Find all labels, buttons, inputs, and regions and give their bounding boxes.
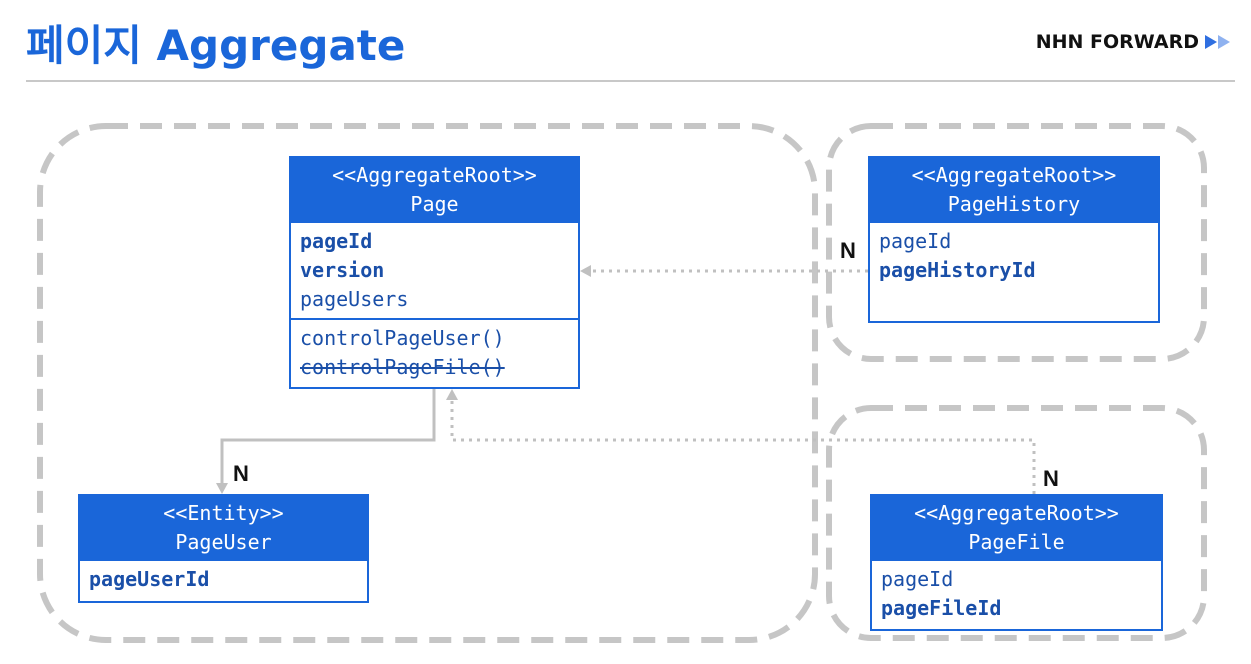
pagehistory-class-name: PageHistory bbox=[947, 192, 1081, 216]
page-ref-arrowhead-bottom bbox=[446, 389, 458, 400]
pageuser-class-box: <<Entity>> PageUser pageUserId bbox=[78, 494, 369, 603]
brand-logo: NHN FORWARD bbox=[1036, 31, 1233, 53]
page-attributes: pageId version pageUsers bbox=[291, 223, 578, 318]
brand-name: NHN FORWARD bbox=[1035, 31, 1199, 53]
page-method-controlpagefile: controlPageFile() bbox=[300, 355, 505, 379]
pageuser-class-header: <<Entity>> PageUser bbox=[80, 496, 367, 561]
pageuser-multiplicity: N bbox=[233, 461, 249, 486]
page-ref-arrowhead-right bbox=[580, 265, 591, 277]
page-title: 페이지 Aggregate bbox=[26, 21, 406, 70]
header-divider bbox=[26, 80, 1235, 82]
pagefile-attr-pagefileid: pageFileId bbox=[881, 596, 1002, 620]
pagefile-stereotype: <<AggregateRoot>> bbox=[914, 501, 1119, 525]
page-stereotype: <<AggregateRoot>> bbox=[332, 163, 537, 187]
page-to-pageuser-link bbox=[220, 388, 436, 484]
pageuser-arrowhead bbox=[216, 483, 228, 494]
pagefile-class-header: <<AggregateRoot>> PageFile bbox=[872, 496, 1161, 561]
pagefile-to-page-link bbox=[450, 400, 1036, 494]
pagefile-multiplicity: N bbox=[1043, 466, 1059, 491]
forward-arrows-icon bbox=[1205, 35, 1230, 49]
pagefile-class-name: PageFile bbox=[968, 530, 1065, 554]
pageuser-class-name: PageUser bbox=[175, 530, 272, 554]
pageuser-attributes: pageUserId bbox=[80, 561, 367, 598]
pagefile-class-box: <<AggregateRoot>> PageFile pageId pageFi… bbox=[870, 494, 1163, 631]
page-attr-version: version bbox=[300, 258, 385, 282]
page-aggregate-boundary bbox=[37, 123, 818, 643]
pageuser-attr-pageuserid: pageUserId bbox=[89, 567, 210, 591]
page-history-aggregate-boundary bbox=[826, 123, 1207, 362]
pagehistory-multiplicity: N bbox=[840, 238, 856, 263]
pageuser-stereotype: <<Entity>> bbox=[163, 501, 284, 525]
page-attr-pageusers: pageUsers bbox=[300, 287, 409, 311]
pagefile-attributes: pageId pageFileId bbox=[872, 561, 1161, 627]
page-class-header: <<AggregateRoot>> Page bbox=[291, 158, 578, 223]
pagehistory-attributes: pageId pageHistoryId bbox=[870, 223, 1158, 289]
page-method-controlpageuser: controlPageUser() bbox=[300, 326, 505, 350]
page-class-box: <<AggregateRoot>> Page pageId version pa… bbox=[289, 156, 580, 389]
pagehistory-attr-pagehistoryid: pageHistoryId bbox=[879, 258, 1036, 282]
page-class-name: Page bbox=[410, 192, 459, 216]
pagehistory-class-header: <<AggregateRoot>> PageHistory bbox=[870, 158, 1158, 223]
page-file-aggregate-boundary bbox=[826, 405, 1207, 641]
page-attr-pageid: pageId bbox=[300, 229, 373, 253]
pagefile-attr-pageid: pageId bbox=[881, 567, 954, 591]
pagehistory-attr-pageid: pageId bbox=[879, 229, 952, 253]
pagehistory-class-box: <<AggregateRoot>> PageHistory pageId pag… bbox=[868, 156, 1160, 323]
page-methods: controlPageUser() controlPageFile() bbox=[291, 318, 578, 386]
pagehistory-stereotype: <<AggregateRoot>> bbox=[911, 163, 1117, 187]
